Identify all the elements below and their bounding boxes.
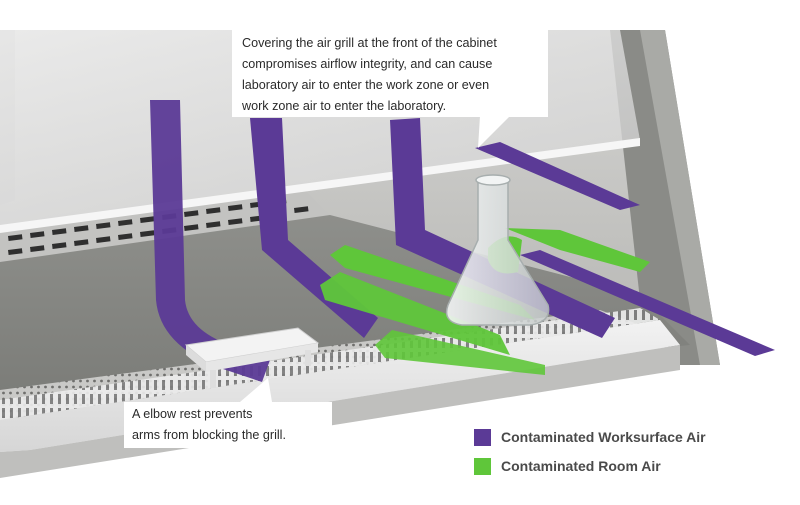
legend-label-worksurface-air: Contaminated Worksurface Air [501,429,706,445]
purple-flow-3 [390,118,615,338]
purple-flow-5 [520,250,775,356]
bottom-callout-line-1: A elbow rest prevents [132,407,253,421]
legend: Contaminated Worksurface Air Contaminate… [474,424,774,484]
bottom-callout: A elbow rest prevents arms from blocking… [124,402,332,448]
bottom-callout-line-2: arms from blocking the grill. [132,428,286,442]
bottom-callout-pointer [240,378,272,402]
legend-swatch-green [474,457,491,475]
bottom-margin [0,478,800,500]
top-callout-line-2: compromises airflow integrity, and can c… [242,57,493,71]
erlenmeyer-flask [445,174,550,326]
legend-item-room-air: Contaminated Room Air [474,455,661,477]
top-callout-line-1: Covering the air grill at the front of t… [242,36,497,50]
green-flow-3 [375,330,545,375]
cabinet-right-edge [640,30,720,365]
green-flow-2 [320,272,510,355]
purple-flow-1 [150,100,270,382]
legend-item-worksurface-air: Contaminated Worksurface Air [474,426,706,448]
legend-swatch-purple [474,428,491,446]
top-callout-line-4: work zone air to enter the laboratory. [242,99,447,113]
purple-flow-2 [250,118,378,338]
top-callout: Covering the air grill at the front of t… [232,27,548,117]
purple-flow-4 [475,142,640,210]
top-callout-pointer [478,116,510,148]
worksurface-air-flows [150,100,775,382]
top-callout-line-3: laboratory air to enter the work zone or… [242,78,490,92]
green-flow-4 [505,228,650,272]
legend-label-room-air: Contaminated Room Air [501,458,661,474]
elbow-rest [184,327,320,388]
